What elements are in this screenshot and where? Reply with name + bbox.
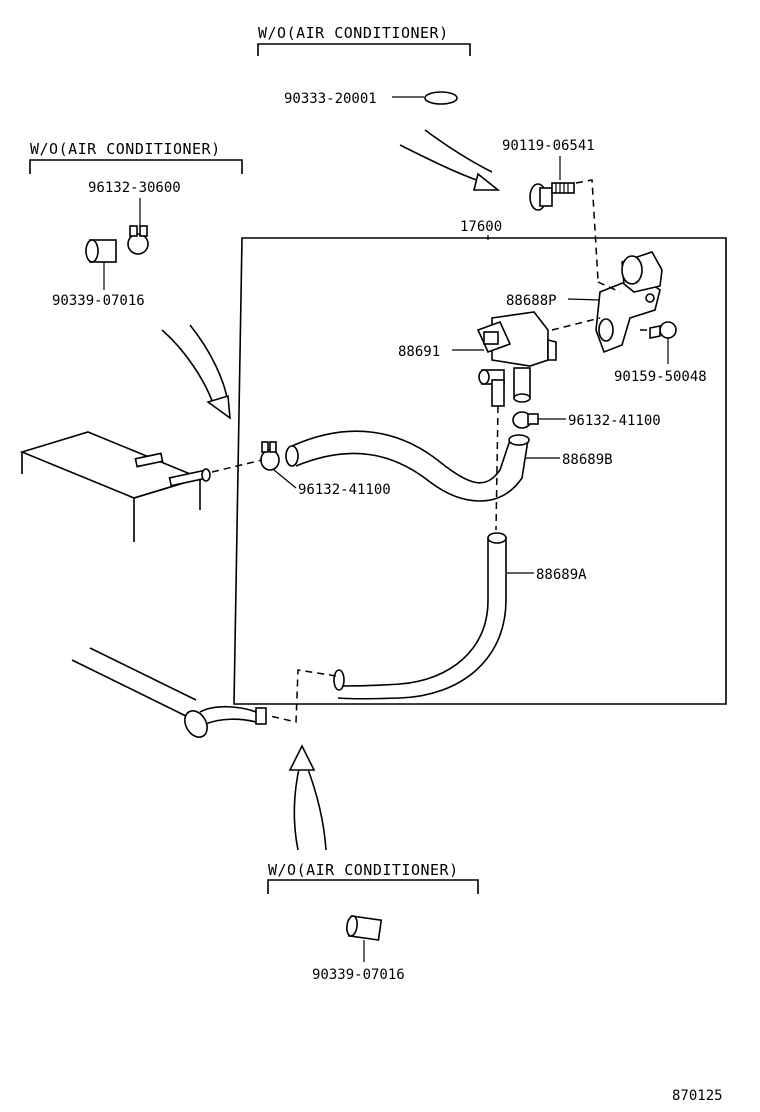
dash-hose-a xyxy=(269,669,337,723)
label-96132-30600: 96132-30600 xyxy=(88,180,181,196)
label-96132-41100-right: 96132-41100 xyxy=(568,413,661,429)
label-88689b: 88689B xyxy=(562,452,613,468)
gasket-ring xyxy=(424,91,458,105)
hose-88689b-end-left xyxy=(285,445,299,467)
hose-90339-top xyxy=(85,239,117,263)
figure-number: 870125 xyxy=(672,1088,723,1104)
label-90339-07016-bottom: 90339-07016 xyxy=(312,967,405,983)
label-90159-50048: 90159-50048 xyxy=(614,369,707,385)
label-90339-07016-top: 90339-07016 xyxy=(52,293,145,309)
label-88691: 88691 xyxy=(398,344,440,360)
clip-96132-30600 xyxy=(127,225,149,255)
label-88688p: 88688P xyxy=(506,293,557,309)
hose-88689a-end-left xyxy=(333,669,345,691)
screw-90159 xyxy=(649,321,677,339)
dash-bolt xyxy=(575,179,599,281)
dash-left-clip xyxy=(211,459,263,473)
bolt-90119 xyxy=(529,182,575,211)
note-top-bracket xyxy=(257,43,471,56)
note-bottom: W/O(AIR CONDITIONER) xyxy=(268,861,459,879)
arrow-top xyxy=(399,129,501,191)
hose-88689a-outline-a xyxy=(339,538,489,687)
label-88689a: 88689A xyxy=(536,567,587,583)
hose-88689b-outline-a xyxy=(291,430,511,484)
label-90119-06541: 90119-06541 xyxy=(502,138,595,154)
intake-component xyxy=(19,431,211,542)
arrow-left xyxy=(161,324,231,420)
dash-valve-hose xyxy=(495,405,499,531)
leader-96132-41100-left xyxy=(273,469,297,489)
label-17600: 17600 xyxy=(460,219,502,235)
note-bottom-bracket xyxy=(267,879,479,894)
dash-bracket xyxy=(597,281,621,293)
hose-88689a-end-top xyxy=(487,532,507,544)
clip-96132-41100-left xyxy=(260,441,280,471)
leader-88688p xyxy=(567,298,601,301)
clip-96132-41100-right xyxy=(512,411,539,429)
note-left-bracket xyxy=(29,159,243,174)
note-left: W/O(AIR CONDITIONER) xyxy=(30,140,221,158)
hose-90339-bottom xyxy=(346,915,383,941)
label-96132-41100-left: 96132-41100 xyxy=(298,482,391,498)
bracket-88688p xyxy=(595,251,663,354)
assembly-box xyxy=(233,237,727,705)
hose-88689b-outline-b xyxy=(295,439,529,502)
label-90333-20001: 90333-20001 xyxy=(284,91,377,107)
lower-pipe xyxy=(71,647,267,738)
hose-88689b-end-top xyxy=(508,434,530,446)
note-top: W/O(AIR CONDITIONER) xyxy=(258,24,449,42)
hose-88689a-outline-b xyxy=(337,538,507,700)
dash-screw xyxy=(551,317,650,331)
valve-88691 xyxy=(476,311,557,407)
arrow-bottom xyxy=(288,744,327,851)
